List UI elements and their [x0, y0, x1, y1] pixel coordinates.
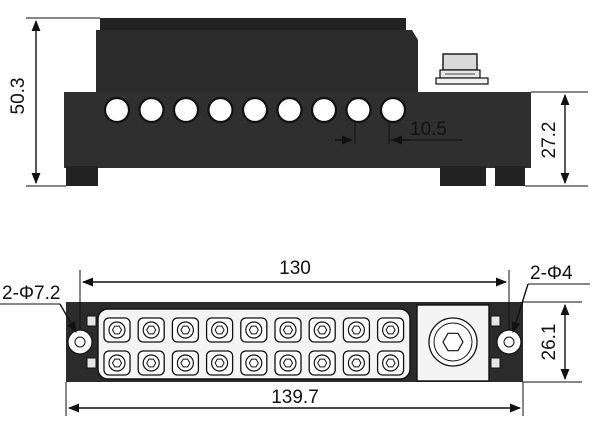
front-top-cover	[100, 18, 406, 32]
dim-height-body: 27.2	[525, 91, 588, 187]
front-hole	[207, 96, 234, 124]
terminal-cell	[376, 317, 405, 343]
front-view	[64, 18, 531, 186]
terminal-cell	[137, 317, 165, 343]
dim-outer-length-label: 139.7	[271, 387, 319, 408]
front-hole	[138, 96, 165, 124]
terminal-cell	[274, 317, 302, 343]
dim-hole-pitch-label: 10.5	[410, 119, 447, 140]
terminal-cell	[171, 317, 200, 343]
mount-hole-left	[67, 329, 93, 355]
terminal-cell	[171, 350, 200, 376]
terminal-cell	[308, 317, 336, 343]
dim-height-body-label: 27.2	[539, 122, 560, 159]
right-hole-label: 2-Φ4	[530, 263, 573, 284]
top-view	[66, 302, 523, 382]
dim-outer-length: 139.7	[65, 382, 524, 416]
hex-screw-icon	[428, 317, 478, 367]
dim-hole-pitch: 10.5	[335, 119, 462, 145]
callout-left-holes: 2-Φ7.2	[0, 283, 77, 333]
dim-height-total: 50.3	[8, 17, 100, 187]
left-hole-label: 2-Φ7.2	[2, 283, 60, 304]
terminal-cell	[376, 350, 405, 376]
screw-icon	[435, 53, 489, 85]
callout-right-holes: 2-Φ4	[511, 263, 590, 334]
front-hole	[103, 96, 131, 124]
dim-inner-length-label: 130	[279, 258, 311, 279]
front-hole	[241, 96, 269, 124]
dim-height-total-label: 50.3	[8, 78, 29, 115]
terminal-cell	[274, 350, 302, 376]
front-hole	[379, 96, 407, 124]
front-foot-left	[66, 166, 98, 186]
terminal-cell	[103, 317, 131, 343]
terminal-cell	[205, 317, 234, 343]
top-terminals	[103, 317, 405, 376]
dim-width-label: 26.1	[539, 324, 560, 361]
mount-hole-right	[496, 329, 522, 355]
dim-inner-length: 130	[79, 258, 510, 330]
front-holes	[103, 96, 407, 124]
dim-width: 26.1	[523, 301, 582, 383]
terminal-cell	[240, 317, 268, 343]
front-foot-mid	[440, 166, 486, 186]
front-hole	[345, 96, 372, 124]
front-upper-body	[96, 30, 418, 92]
terminal-cell	[342, 350, 371, 376]
terminal-cell	[342, 317, 371, 343]
front-hole	[310, 96, 338, 124]
terminal-cell	[103, 350, 131, 376]
terminal-cell	[205, 350, 234, 376]
terminal-cell	[240, 350, 268, 376]
front-hole	[276, 96, 303, 124]
terminal-cell	[137, 350, 165, 376]
front-foot-right	[495, 166, 525, 186]
front-hole	[172, 96, 200, 124]
terminal-cell	[308, 350, 336, 376]
